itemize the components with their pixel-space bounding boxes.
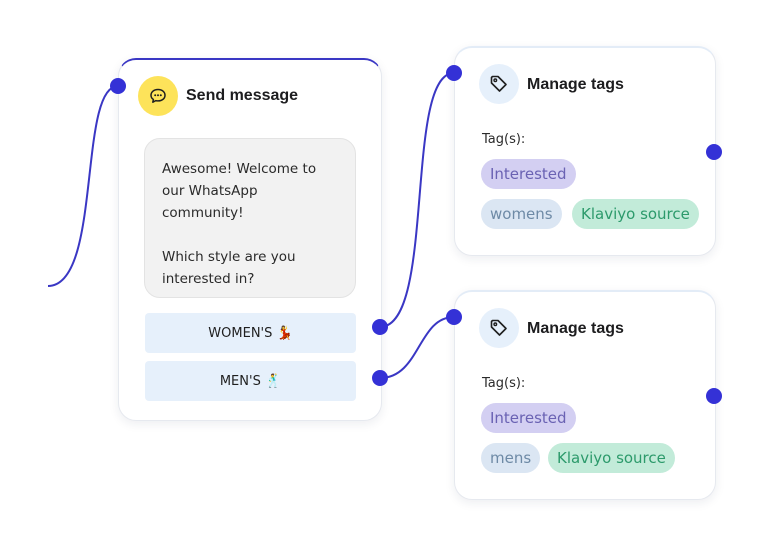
message-text-question: Which style are you interested in?: [162, 249, 296, 287]
tags-label: Tag(s):: [482, 132, 526, 147]
mens-to-tags-connection-line: [379, 316, 455, 379]
incoming-connection-line: [47, 85, 119, 287]
send-message-card[interactable]: Send message Awesome! Welcome to our Wha…: [118, 58, 382, 421]
tag-klaviyo-source: Klaviyo source: [548, 443, 675, 473]
womens-option-button[interactable]: WOMEN'S 💃: [145, 313, 356, 353]
tag-interested: Interested: [481, 159, 576, 189]
womens-to-tags-connection-line: [379, 72, 455, 328]
tag-womens: womens: [481, 199, 562, 229]
womens-option-output-handle[interactable]: [372, 319, 388, 335]
manage-tags-title: Manage tags: [527, 76, 624, 93]
message-bubble: Awesome! Welcome to our WhatsApp communi…: [144, 138, 356, 298]
tag-icon: [479, 308, 519, 348]
manage-tags-output-handle[interactable]: [706, 388, 722, 404]
send-message-title: Send message: [186, 87, 299, 104]
manage-tags-input-handle[interactable]: [446, 65, 462, 81]
manage-tags-card-womens[interactable]: Manage tags Tag(s): Interested womens Kl…: [454, 46, 716, 256]
manage-tags-title: Manage tags: [527, 320, 624, 337]
mens-option-output-handle[interactable]: [372, 370, 388, 386]
manage-tags-card-mens[interactable]: Manage tags Tag(s): Interested mens Klav…: [454, 290, 716, 500]
mens-option-button[interactable]: MEN'S 🕺: [145, 361, 356, 401]
tag-mens: mens: [481, 443, 541, 473]
manage-tags-input-handle[interactable]: [446, 309, 462, 325]
send-message-input-handle[interactable]: [110, 78, 126, 94]
message-text-welcome: Awesome! Welcome to our WhatsApp communi…: [162, 161, 317, 221]
manage-tags-output-handle[interactable]: [706, 144, 722, 160]
tag-interested: Interested: [481, 403, 576, 433]
tag-icon: [479, 64, 519, 104]
chat-bubble-icon: [138, 76, 178, 116]
tags-label: Tag(s):: [482, 376, 526, 391]
tag-klaviyo-source: Klaviyo source: [572, 199, 699, 229]
